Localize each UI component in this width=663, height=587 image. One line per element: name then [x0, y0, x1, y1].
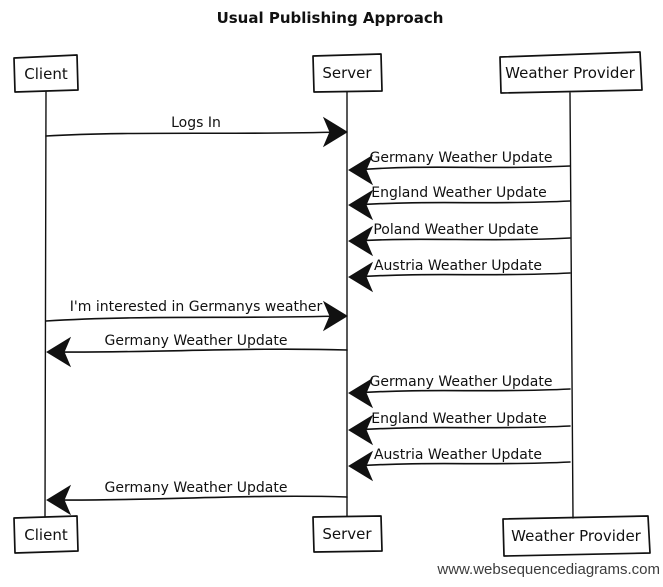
message-line	[355, 237, 571, 242]
message-label: Germany Weather Update	[370, 374, 553, 390]
actor-box	[499, 51, 643, 94]
actor-label-weather-provider: Weather Provider	[511, 527, 642, 545]
message-line	[45, 131, 341, 137]
message-line	[355, 200, 571, 206]
message-label: Austria Weather Update	[374, 447, 542, 463]
actor-label-weather-provider: Weather Provider	[505, 64, 636, 82]
message-germany-update-2: Germany Weather Update	[348, 374, 571, 409]
lifeline-client	[44, 91, 47, 518]
actor-top-weather-provider: Weather Provider	[499, 51, 643, 94]
actor-box	[312, 515, 383, 553]
lifeline-weather-provider	[569, 92, 574, 519]
actor-label-client: Client	[24, 526, 68, 544]
watermark-link: www.websequencediagrams.com	[436, 561, 660, 578]
message-line	[355, 425, 571, 431]
message-england-update-1: England Weather Update	[348, 185, 571, 221]
actor-label-client: Client	[24, 65, 68, 83]
message-label: Germany Weather Update	[105, 480, 288, 496]
arrowhead-left-icon	[46, 336, 72, 368]
actor-box	[13, 54, 79, 93]
message-interested-germany: I'm interested in Germanys weather	[45, 299, 348, 332]
actor-box	[502, 515, 651, 557]
message-england-update-2: England Weather Update	[348, 411, 571, 446]
message-label: I'm interested in Germanys weather	[70, 299, 323, 315]
message-germany-to-client-2: Germany Weather Update	[46, 480, 348, 516]
arrowhead-left-icon	[348, 261, 374, 293]
message-line	[355, 165, 571, 171]
message-label: Austria Weather Update	[374, 258, 542, 274]
message-label: Germany Weather Update	[370, 150, 553, 166]
message-line	[53, 348, 348, 353]
arrowhead-right-icon	[322, 300, 348, 332]
message-austria-update-1: Austria Weather Update	[348, 258, 571, 293]
message-line	[355, 272, 571, 278]
arrowhead-left-icon	[348, 189, 374, 221]
actor-bottom-server: Server	[312, 515, 383, 553]
arrowhead-left-icon	[46, 484, 72, 516]
message-germany-update-1: Germany Weather Update	[348, 150, 571, 186]
message-line	[355, 388, 571, 394]
arrowhead-left-icon	[348, 450, 374, 482]
message-logs-in: Logs In	[45, 115, 348, 148]
message-label: England Weather Update	[371, 185, 546, 201]
message-line	[53, 495, 348, 501]
message-line	[45, 315, 341, 322]
arrowhead-left-icon	[348, 377, 374, 409]
message-germany-to-client-1: Germany Weather Update	[46, 333, 348, 368]
actor-label-server: Server	[322, 525, 372, 543]
message-poland-update: Poland Weather Update	[348, 222, 571, 257]
message-label: England Weather Update	[371, 411, 546, 427]
message-label: Logs In	[171, 115, 221, 131]
actor-top-client: Client	[13, 54, 79, 93]
arrowhead-left-icon	[348, 414, 374, 446]
actor-box	[13, 515, 79, 554]
actor-top-server: Server	[312, 53, 383, 93]
message-label: Germany Weather Update	[105, 333, 288, 349]
message-austria-update-2: Austria Weather Update	[348, 447, 571, 482]
message-label: Poland Weather Update	[373, 222, 538, 238]
arrowhead-left-icon	[348, 225, 374, 257]
message-line	[355, 461, 571, 467]
actor-bottom-client: Client	[13, 515, 79, 554]
actor-label-server: Server	[322, 64, 372, 82]
actor-box	[312, 53, 383, 93]
diagram-title: Usual Publishing Approach	[217, 9, 444, 27]
actor-bottom-weather-provider: Weather Provider	[502, 515, 651, 557]
arrowhead-left-icon	[348, 154, 374, 186]
arrowhead-right-icon	[322, 116, 348, 148]
